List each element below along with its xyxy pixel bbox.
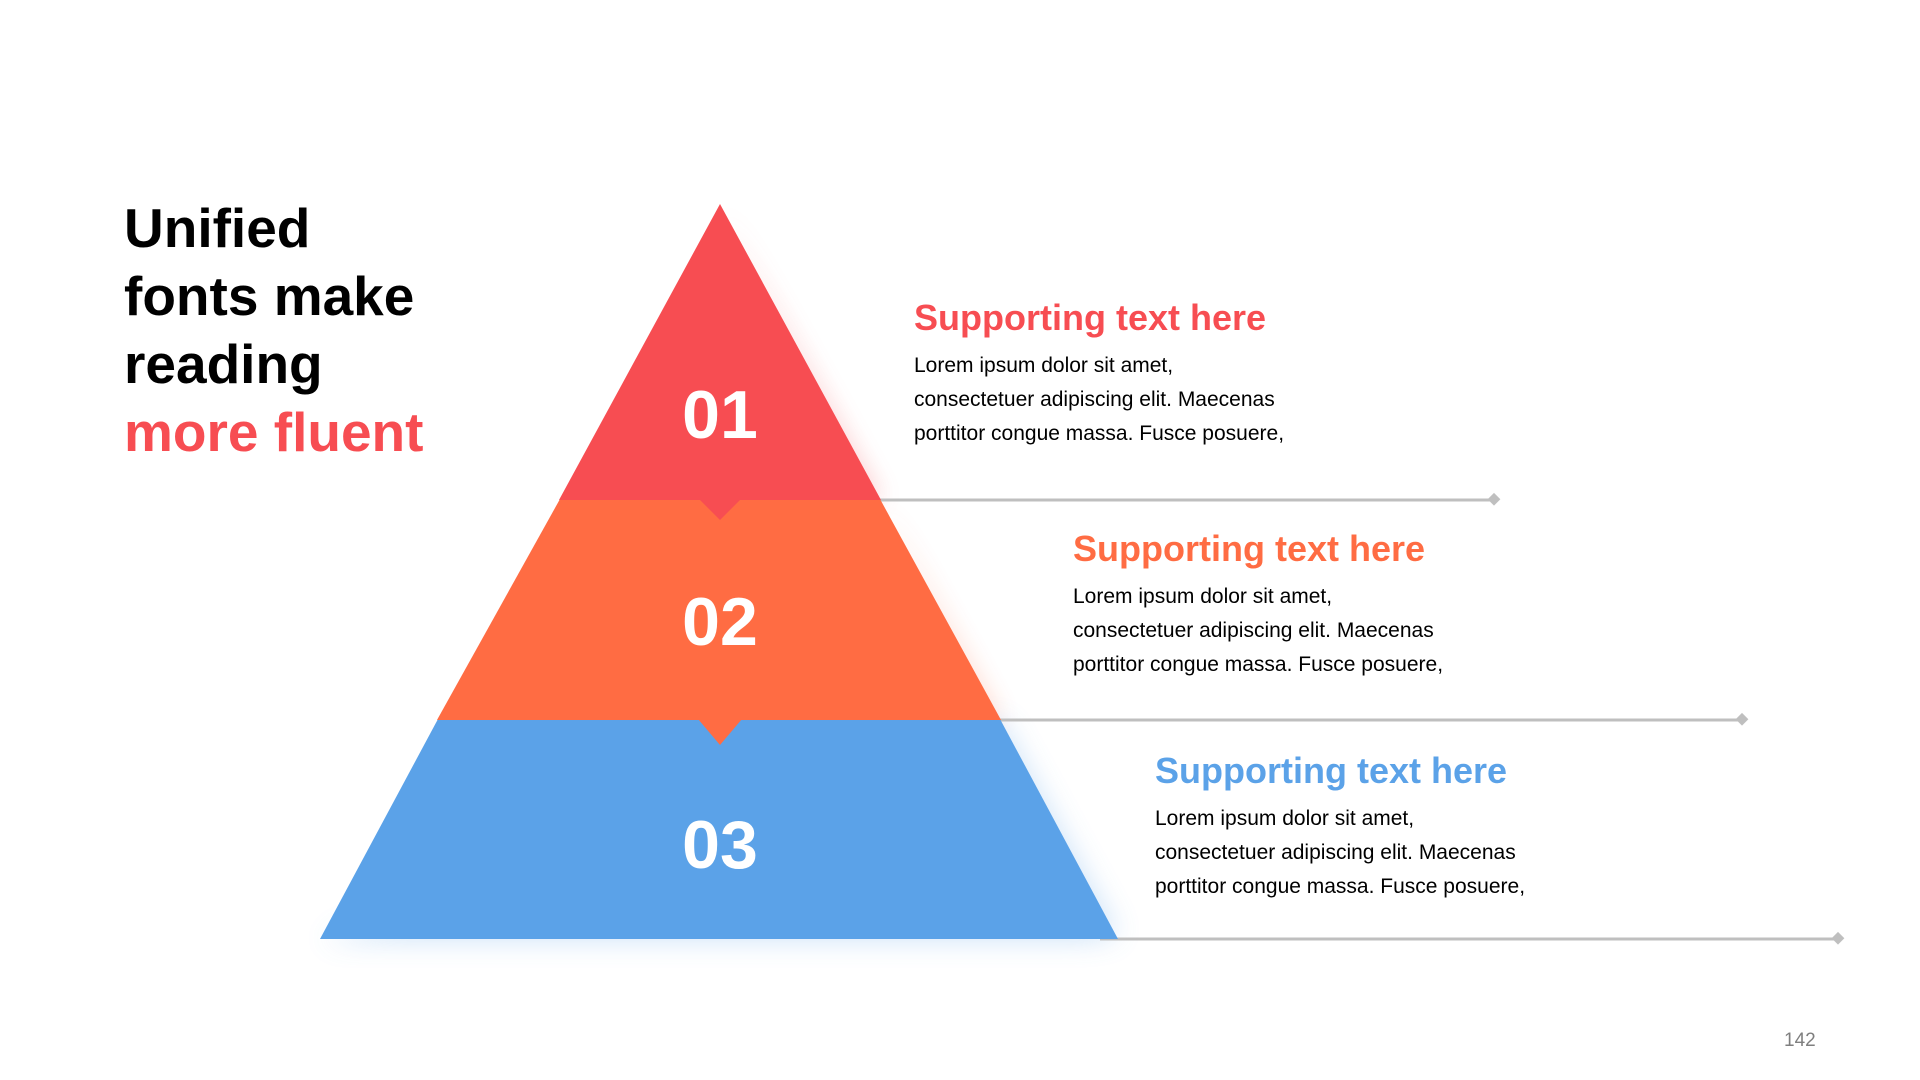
tier-3-description: Supporting text here Lorem ipsum dolor s…: [1155, 748, 1715, 904]
pyramid-tier-1: [559, 204, 881, 500]
title-line-3: reading: [124, 333, 323, 395]
connector-1: [880, 492, 1501, 506]
title-line-2: fonts make: [124, 265, 415, 327]
tier-3-heading: Supporting text here: [1155, 750, 1508, 791]
page-number: 142: [1784, 1030, 1816, 1051]
tier-1-description: Supporting text here Lorem ipsum dolor s…: [914, 295, 1474, 451]
tier-1-number: 01: [682, 377, 758, 453]
slide-title: Unified fonts make reading more fluent: [124, 194, 423, 466]
tier-1-heading: Supporting text here: [914, 297, 1267, 338]
title-line-1: Unified: [124, 197, 311, 259]
tier-3-number: 03: [682, 807, 758, 883]
tier-1-body: Lorem ipsum dolor sit amet, consectetuer…: [914, 354, 1285, 445]
title-line-4-accent: more fluent: [124, 401, 424, 463]
pyramid-tier-2: [437, 499, 1001, 720]
tier-1-pointer: [700, 500, 740, 520]
connector-3: [1100, 931, 1845, 945]
connector-2: [1000, 712, 1749, 726]
tier-2-description: Supporting text here Lorem ipsum dolor s…: [1073, 526, 1633, 682]
tier-3-body: Lorem ipsum dolor sit amet, consectetuer…: [1155, 807, 1526, 898]
tier-2-body: Lorem ipsum dolor sit amet, consectetuer…: [1073, 585, 1444, 676]
tier-2-number: 02: [682, 584, 758, 660]
tier-2-heading: Supporting text here: [1073, 528, 1426, 569]
tier-2-pointer: [698, 719, 742, 745]
pyramid-tier-3: [320, 719, 1118, 939]
